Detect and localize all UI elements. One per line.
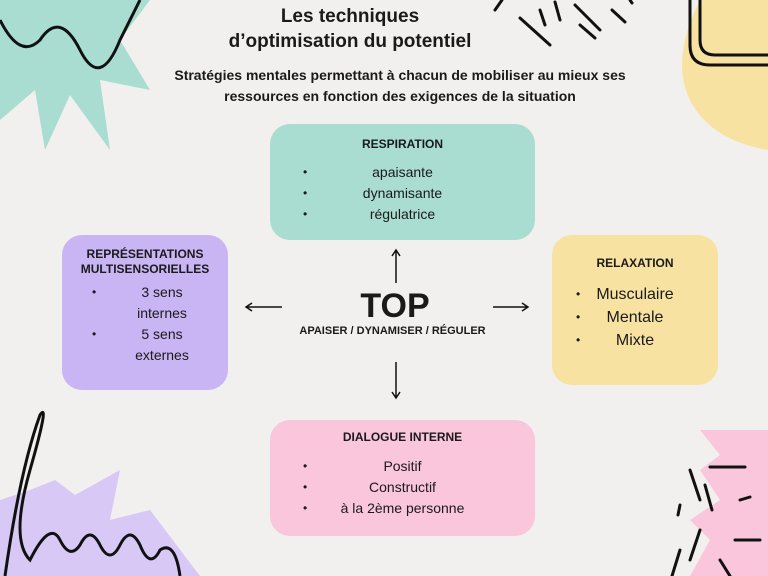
dialogue-box: DIALOGUE INTERNE • Positif • Constructif •… — [270, 420, 535, 536]
center-label: TOP — [360, 287, 430, 325]
title-line: REPRÉSENTATIONS — [86, 247, 204, 261]
relaxation-box: RELAXATION • Musculaire • Mentale • Mixte — [552, 235, 718, 385]
list-item: • à la 2ème personne — [270, 498, 535, 519]
bullet: • — [576, 287, 581, 301]
item-text: régulatrice — [369, 206, 436, 222]
black-frame-top-right — [688, 0, 768, 67]
item-text: Positif — [383, 458, 422, 474]
list-item: • apaisante — [270, 162, 535, 183]
respiration-box: RESPIRATION • apaisante • dynamisante • rég… — [270, 124, 535, 240]
bullet: • — [303, 186, 308, 200]
purple-blob — [0, 470, 200, 576]
arrow-right — [493, 302, 530, 312]
title-line: d’optimisation du potentiel — [228, 31, 472, 52]
box-title: RELAXATION — [596, 256, 674, 270]
black-squiggle-top-left — [0, 0, 142, 70]
bullet: • — [303, 459, 308, 473]
bullet: • — [303, 501, 308, 515]
page-subtitle: Stratégies mentales permettant à chacun … — [130, 65, 670, 107]
box-title: RESPIRATION — [361, 137, 444, 151]
bullet: • — [303, 207, 308, 221]
list-item: • 3 sens internes — [62, 282, 202, 324]
subtitle-line: Stratégies mentales permettant à chacun … — [174, 67, 626, 83]
black-loop-bottom-left — [3, 411, 182, 576]
bullet: • — [303, 480, 308, 494]
bullet: • — [303, 165, 308, 179]
item-text: 5 sens — [141, 326, 183, 342]
arrows — [244, 248, 530, 400]
list-item: • régulatrice — [270, 204, 535, 225]
bullet: • — [576, 310, 581, 324]
center-subtitle: APAISER / DYNAMISER / RÉGULER — [299, 325, 486, 337]
item-text: 3 sens — [141, 284, 183, 300]
arrow-up — [391, 248, 401, 283]
title-line: Les techniques — [280, 6, 420, 27]
page-title: Les techniques d’optimisation du potenti… — [150, 4, 550, 54]
subtitle-line: ressources en fonction des exigences de … — [224, 88, 576, 104]
item-text: Constructif — [369, 479, 436, 495]
list-item: • Mixte — [552, 329, 718, 352]
list-item: • dynamisante — [270, 183, 535, 204]
item-text: dynamisante — [362, 185, 443, 201]
arrow-left — [244, 302, 282, 312]
bullet: • — [92, 327, 97, 341]
box-title: DIALOGUE INTERNE — [342, 430, 463, 444]
list-item: • Positif — [270, 456, 535, 477]
title-line: MULTISENSORIELLES — [80, 262, 210, 276]
list-item: • Musculaire — [552, 283, 718, 306]
list-item: • Mentale — [552, 306, 718, 329]
item-text: Mentale — [606, 309, 664, 326]
bullet: • — [92, 285, 97, 299]
item-text: Musculaire — [596, 286, 674, 303]
item-text: externes — [135, 347, 189, 363]
black-dashes-bottom-right — [670, 465, 762, 576]
item-text: à la 2ème personne — [340, 500, 465, 516]
bullet: • — [576, 333, 581, 347]
item-text: apaisante — [372, 164, 433, 180]
item-text: internes — [137, 305, 187, 321]
list-item: • Constructif — [270, 477, 535, 498]
yellow-blob — [682, 0, 768, 150]
arrow-down — [391, 362, 401, 400]
pink-blob — [690, 430, 768, 576]
teal-blob — [0, 0, 150, 150]
item-text: Mixte — [615, 332, 655, 349]
list-item: • 5 sens externes — [62, 324, 202, 366]
black-dashes-top — [493, 0, 634, 47]
